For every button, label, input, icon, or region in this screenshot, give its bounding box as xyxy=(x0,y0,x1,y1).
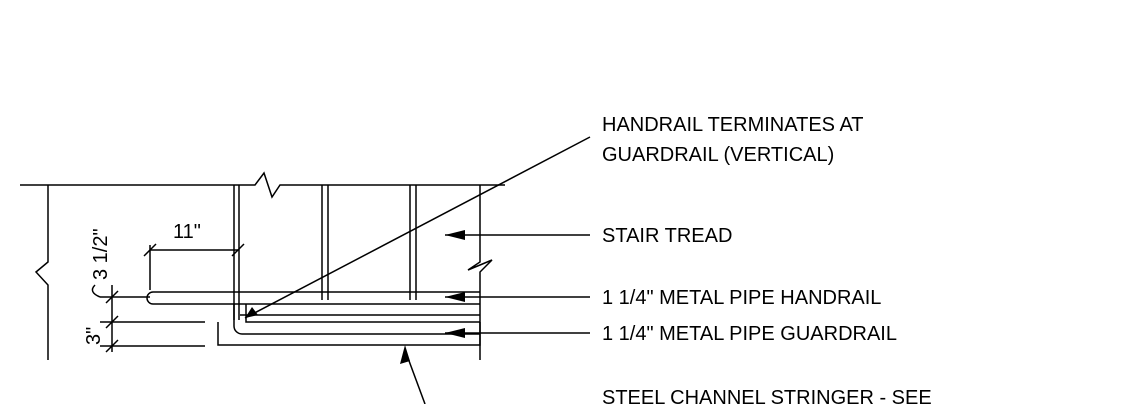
arrow-metal-handrail xyxy=(445,292,465,302)
callout-stair-tread: STAIR TREAD xyxy=(602,225,733,247)
top-break-line xyxy=(20,171,505,199)
dim-horizontal-text: 11" xyxy=(173,221,201,243)
callout-metal-pipe-guardrail: 1 1/4" METAL PIPE GUARDRAIL xyxy=(602,323,897,345)
callout-metal-pipe-handrail: 1 1/4" METAL PIPE HANDRAIL xyxy=(602,287,882,309)
guardrail-pipe xyxy=(233,304,480,335)
arrow-metal-guardrail xyxy=(445,328,465,338)
callout-handrail-terminates-line2: GUARDRAIL (VERTICAL) xyxy=(602,144,835,166)
dim-vertical-top-text: 3 1/2" xyxy=(90,228,112,280)
dim-leader-curve xyxy=(91,284,101,298)
dim-vertical-bottom-text: 3" xyxy=(83,327,105,345)
arrow-handrail-terminates xyxy=(245,307,258,318)
arrow-stair-tread xyxy=(445,230,465,240)
dim-vtick-2 xyxy=(105,315,119,329)
arrow-stringer xyxy=(400,345,410,364)
right-wall-line xyxy=(467,185,493,360)
callout-handrail-terminates-line1: HANDRAIL TERMINATES AT xyxy=(602,114,864,136)
left-wall-line xyxy=(34,185,49,360)
callout-steel-channel-stringer: STEEL CHANNEL STRINGER - SEE xyxy=(602,387,932,404)
handrail-pipe xyxy=(146,291,480,305)
dim-vtick-3 xyxy=(105,339,119,353)
dim-tick-left xyxy=(143,243,157,257)
dim-vtick-1 xyxy=(105,290,119,304)
dim-tick-right xyxy=(231,243,245,257)
leader-handrail-terminates xyxy=(244,136,591,319)
